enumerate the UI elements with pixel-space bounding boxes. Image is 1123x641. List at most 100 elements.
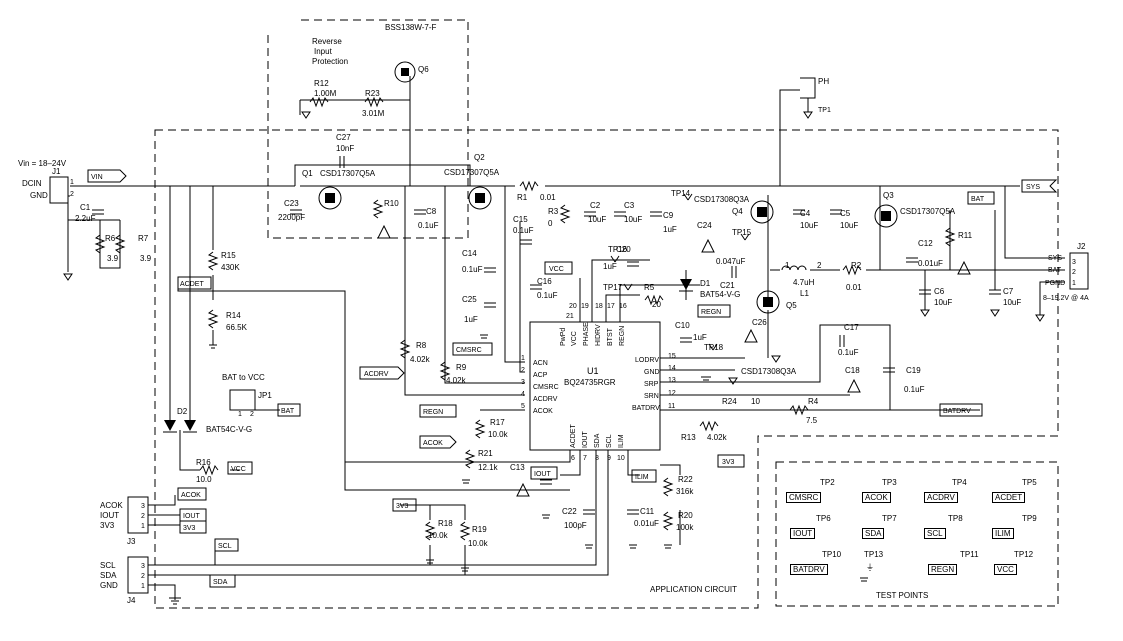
port-tags — [87, 169, 1058, 588]
test-points-label: TEST POINTS — [876, 591, 928, 600]
capacitor-symbols — [92, 156, 1001, 515]
svg-text:5: 5 — [521, 403, 525, 410]
bat-to-vcc-label: BAT to VCC — [222, 373, 265, 382]
r24-ref: R24 — [722, 397, 737, 406]
tp14-ref: TP14 — [671, 189, 691, 198]
port-scl: SCL — [218, 543, 232, 550]
mosfet-symbols — [318, 61, 898, 314]
c21-ref: C21 — [720, 281, 735, 290]
c1-ref: C1 — [80, 203, 91, 212]
c9-ref: C9 — [663, 211, 674, 220]
j4-label-gnd: GND — [100, 581, 118, 590]
r19-value: 10.0k — [468, 539, 489, 548]
r18-ref: R18 — [438, 519, 453, 528]
l1-value: 4.7uH — [793, 278, 815, 287]
port-acdet: ACDET — [180, 281, 204, 288]
svg-text:3: 3 — [521, 379, 525, 386]
port-3v3-3: 3V3 — [183, 525, 196, 532]
j2-rating: 8–19.2V @ 4A — [1043, 295, 1089, 302]
r13-value: 4.02k — [707, 433, 728, 442]
c4-value: 10uF — [800, 221, 818, 230]
l1-ref: L1 — [800, 289, 809, 298]
c9-value: 1uF — [663, 225, 677, 234]
c7-ref: C7 — [1003, 287, 1014, 296]
connector-j4 — [127, 556, 149, 594]
testpoint-frame — [775, 461, 1059, 607]
tp15-ref: TP15 — [732, 228, 752, 237]
svg-text:BATDRV: BATDRV — [632, 405, 660, 412]
q5-ref: Q5 — [786, 301, 797, 310]
r6-ref: R6 — [105, 234, 116, 243]
r7-value: 3.9 — [140, 254, 152, 263]
port-3v3-2: 3V3 — [396, 503, 409, 510]
l1-pin-1: 1 — [785, 261, 790, 270]
r16-ref: R16 — [196, 458, 211, 467]
c24-ref: C24 — [697, 221, 712, 230]
j3-label-iout: IOUT — [100, 511, 119, 520]
r5-ref: R5 — [644, 283, 655, 292]
c8-value: 0.1uF — [418, 221, 439, 230]
r10-ref: R10 — [384, 199, 399, 208]
r15-ref: R15 — [221, 251, 236, 260]
r2-ref: R2 — [851, 261, 862, 270]
svg-text:GND: GND — [644, 369, 660, 376]
r14-ref: R14 — [226, 311, 241, 320]
protection-frame — [267, 19, 469, 239]
svg-text:14: 14 — [668, 365, 676, 372]
j3-label-3v3: 3V3 — [100, 521, 115, 530]
r17-ref: R17 — [490, 418, 505, 427]
c3-ref: C3 — [624, 201, 635, 210]
port-iout: IOUT — [534, 471, 551, 478]
application-circuit-label: APPLICATION CIRCUIT — [650, 585, 737, 594]
r7-ref: R7 — [138, 234, 149, 243]
port-sda: SDA — [213, 579, 228, 586]
r4-ref: R4 — [808, 397, 819, 406]
j2-label-sys: SYS — [1048, 255, 1062, 262]
svg-text:SCL: SCL — [606, 434, 613, 448]
r24-value: 10 — [751, 397, 760, 406]
c20-value: 1uF — [603, 262, 617, 271]
ground-symbols — [63, 111, 1045, 605]
connector-j2 — [1069, 252, 1089, 290]
r17-value: 10.0k — [488, 430, 509, 439]
c19-ref: C19 — [906, 366, 921, 375]
r1-value: 0.01 — [540, 193, 556, 202]
q6-ref: Q6 — [418, 65, 429, 74]
svg-text:9: 9 — [607, 455, 611, 462]
j3-pin-2: 2 — [141, 513, 145, 520]
j2-pin-3: 3 — [1072, 259, 1076, 266]
j4-pin-3: 3 — [141, 563, 145, 570]
svg-text:ACOK: ACOK — [533, 408, 553, 415]
r12-ref: R12 — [314, 79, 329, 88]
jp1-pin-1: 1 — [238, 411, 242, 418]
u1-ref: U1 — [587, 366, 599, 376]
q2-value: CSD17307Q5A — [444, 168, 500, 177]
connector-j1 — [49, 176, 69, 204]
q1-value: CSD17307Q5A — [320, 169, 376, 178]
testpoint-symbols — [610, 77, 816, 351]
j4-label-scl: SCL — [100, 561, 116, 570]
q4-value: CSD17308Q3A — [694, 195, 750, 204]
svg-text:20: 20 — [569, 303, 577, 310]
resistor-symbols — [94, 96, 956, 541]
c1-value: 2.2uF — [75, 214, 96, 223]
c14-value: 0.1uF — [462, 265, 483, 274]
r15-value: 430K — [221, 263, 240, 272]
c26-ref: C26 — [752, 318, 767, 327]
r8-value: 4.02k — [410, 355, 431, 364]
svg-text:PwPd: PwPd — [560, 328, 567, 346]
r12-value: 1.00M — [314, 89, 337, 98]
r9-ref: R9 — [456, 363, 467, 372]
c23-ref: C23 — [284, 199, 299, 208]
c2-value: 10uF — [588, 215, 606, 224]
r20-value: 100k — [676, 523, 694, 532]
svg-text:17: 17 — [607, 303, 615, 310]
port-3v3: 3V3 — [722, 459, 735, 466]
